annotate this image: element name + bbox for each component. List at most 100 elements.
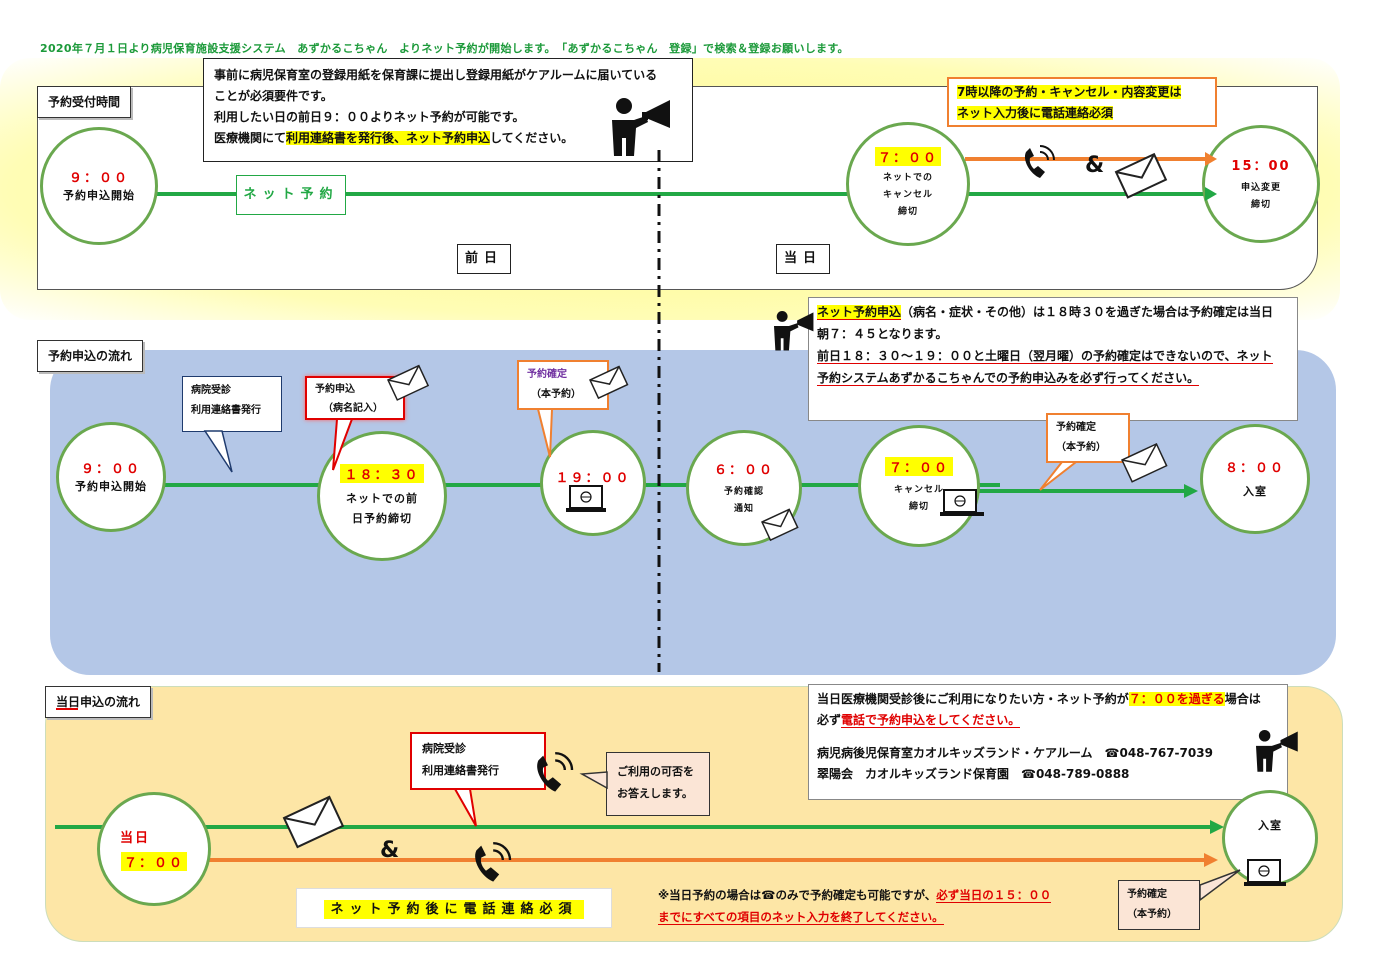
tail-s3-answer [579, 771, 608, 790]
s2-start-time: ９：００ [80, 461, 141, 477]
tail-s3-hospital [453, 788, 477, 827]
s3-hospital-callout: 病院受診 利用連絡書発行 [410, 732, 546, 790]
amp-2: & [380, 838, 400, 863]
s2-deadline-time: １８：３０ [340, 463, 424, 483]
start-label: 予約申込開始 [63, 188, 135, 202]
green-arrowhead-1 [1205, 187, 1217, 201]
s3-enter-label: 入室 [1258, 819, 1282, 832]
section2-note: ネット予約申込（病名・症状・その他）は１８時３０を過ぎた場合は予約確定は当日 朝… [808, 297, 1298, 421]
s2-confirm-time: １９：００ [555, 470, 631, 486]
note-line4: 予約システムあずかるこちゃんでの予約申込みを必ず行ってください。 [817, 371, 1200, 386]
s2-hospital-callout: 病院受診 利用連絡書発行 [182, 376, 282, 432]
laptop-icon [566, 485, 606, 512]
notice-box: 事前に病児保育室の登録用紙を保育課に提出し登録用紙がケアルームに届いている こと… [203, 58, 693, 162]
flow-line-end [940, 489, 1190, 493]
warning-line1: 7時以降の予約・キャンセル・内容変更は [957, 85, 1182, 99]
tail-s3-confirm [1199, 869, 1241, 902]
phone-icon [537, 752, 574, 792]
s2-cancel-label1: キャンセル [893, 484, 944, 495]
notice-line4: 医療機関にて利用連絡書を発行後、ネット予約申込してください。 [214, 131, 574, 145]
amp-1: & [1085, 153, 1105, 178]
section1-tab: 予約受付時間 [37, 86, 132, 118]
phone-icon [475, 842, 512, 882]
tail-confirm [536, 408, 554, 458]
s2-start-label: 予約申込開始 [75, 479, 147, 493]
s3-answer-callout: ご利用の可否を お答えします。 [606, 752, 710, 816]
s3-orange-line [200, 858, 1210, 862]
tail-apply [332, 418, 354, 471]
envelope-icon [1121, 442, 1168, 483]
orange-arrowhead-3 [1204, 853, 1218, 867]
s2-notify-time: ６：００ [713, 462, 774, 478]
s2-enter-circle: ８：００ 入室 [1200, 424, 1310, 534]
s2-cancel-circle: ７：００ キャンセル 締切 [858, 425, 980, 547]
tail-confirm2 [1039, 461, 1079, 491]
s2-cancel-label2: 締切 [908, 501, 929, 512]
end-circle: 15：00 申込変更 締切 [1202, 125, 1320, 243]
end-label1: 申込変更 [1240, 182, 1281, 193]
laptop-icon [940, 489, 984, 516]
end-time: 15：00 [1231, 158, 1291, 174]
megaphone-person-icon [774, 311, 814, 351]
cancel-label3: 締切 [897, 207, 918, 217]
s2-confirm-circle: １９：００ [540, 430, 646, 536]
warning-box: 7時以降の予約・キャンセル・内容変更は ネット入力後に電話連絡必須 [947, 77, 1217, 127]
envelope-icon [589, 365, 629, 400]
s2-confirm-callout: 予約確定 （本予約） [517, 360, 609, 410]
s3-note: ※当日予約の場合は☎のみで予約確定も可能ですが、必ず当日の１５：００ までにすべ… [658, 888, 1052, 925]
s2-deadline-label2: 日予約締切 [352, 511, 412, 525]
prev-day-label: 前日 [457, 244, 511, 274]
envelope-icon [282, 795, 345, 849]
cancel-label1: ネットでの [882, 173, 933, 183]
s3-info-box: 当日医療機関受診後にご利用になりたい方・ネット予約が７：００を過ぎる場合は 必ず… [808, 684, 1288, 800]
green-arrowhead-2 [1184, 484, 1198, 498]
s3-start-label: 当日 [120, 831, 151, 846]
envelope-icon [387, 364, 430, 401]
s2-start-circle: ９：００ 予約申込開始 [56, 422, 166, 532]
cancel-circle: ７：００ ネットでの キャンセル 締切 [846, 122, 970, 246]
note-line2: 朝７：４５となります。 [817, 327, 948, 341]
note-hl: ネット予約申込 [817, 305, 902, 320]
green-line-right [965, 192, 1205, 196]
s2-deadline-label1: ネットでの前 [346, 491, 418, 505]
notice-line1: 事前に病児保育室の登録用紙を保育課に提出し登録用紙がケアルームに届いている [214, 68, 658, 82]
net-reservation-label: ネット予約 [236, 175, 346, 215]
s2-apply-callout: 予約申込 （病名記入） [305, 376, 405, 420]
phone-icon [1024, 145, 1055, 178]
s3-confirm-callout: 予約確定 （本予約） [1118, 880, 1200, 930]
s3-start-time: ７：００ [120, 852, 187, 871]
s3-info-line3: 病児病後児保育室カオルキッズランド・ケアルーム ☎048-767-7039 [817, 746, 1213, 760]
cancel-label2: キャンセル [882, 190, 933, 200]
s2-notify-label2: 通知 [733, 503, 754, 514]
orange-arrowhead-1 [1205, 152, 1217, 166]
notice-line2: ことが必須要件です。 [214, 89, 333, 103]
cancel-time: ７：００ [874, 147, 941, 166]
net-line [150, 192, 870, 196]
start-circle: ９：００ 予約申込開始 [40, 127, 158, 245]
start-time: ９：００ [68, 170, 129, 186]
s2-enter-label: 入室 [1243, 484, 1267, 498]
s2-cancel-time: ７：００ [884, 456, 953, 476]
megaphone-person-icon [612, 98, 670, 156]
section3-tab: 当日申込の流れ [45, 686, 152, 718]
section2-tab: 予約申込の流れ [37, 340, 144, 372]
envelope-icon [761, 508, 799, 542]
note-line3: 前日１８：３０〜１９：００と土曜日（翌月曜）の予約確定はできないので、ネット [817, 349, 1273, 364]
s2-notify-label1: 予約確認 [723, 486, 764, 497]
end-label2: 締切 [1250, 199, 1271, 210]
s3-green-line [55, 825, 1215, 829]
same-day-label: 当日 [776, 244, 830, 274]
green-arrowhead-3 [1210, 820, 1224, 834]
s3-start-circle: 当日 ７：００ [97, 792, 211, 906]
warning-line2: ネット入力後に電話連絡必須 [957, 106, 1114, 120]
headline: 2020年７月１日より病児保育施設支援システム あずかるこちゃん よりネット予約… [40, 42, 849, 55]
s3-info-line4: 翠陽会 カオルキッズランド保育園 ☎048-789-0888 [817, 767, 1130, 781]
laptop-icon [1244, 859, 1286, 886]
s3-must-box: ネット予約後に電話連絡必須 [296, 888, 612, 928]
s2-confirm2-callout: 予約確定 （本予約） [1046, 413, 1130, 463]
envelope-icon [1114, 152, 1168, 199]
notice-line3: 利用したい日の前日９：００よりネット予約が可能です。 [214, 110, 525, 124]
megaphone-person-icon [1256, 730, 1298, 772]
orange-line [965, 157, 1205, 161]
